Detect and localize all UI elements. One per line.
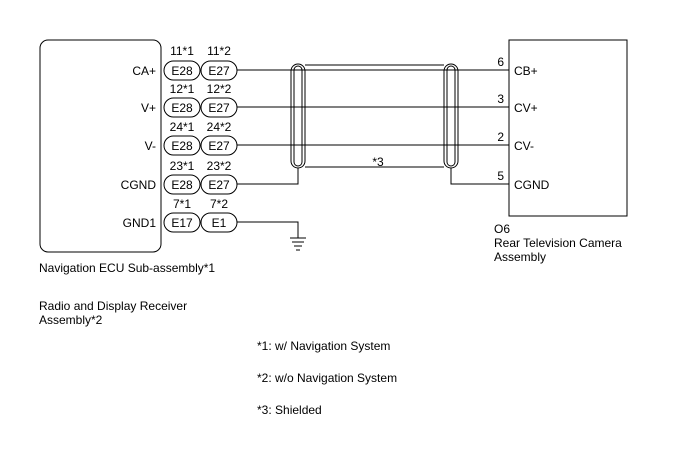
note-3: *3: Shielded	[257, 403, 322, 417]
note-1: *1: w/ Navigation System	[257, 339, 391, 353]
shield-right-inner	[446, 65, 456, 167]
connector-code-radio: E27	[208, 178, 230, 192]
pin-number-v-plus-radio: 12*2	[207, 82, 232, 96]
connector-row-cgnd: E28 E27	[163, 174, 238, 195]
pin-number-cv-plus: 3	[497, 92, 504, 106]
pin-name-ca-plus: CA+	[132, 64, 156, 78]
connector-row-v-minus: E28 E27	[163, 135, 238, 156]
ground-icon	[290, 237, 306, 251]
shield-left-outer	[290, 63, 306, 169]
pin-number-ca-plus-radio: 11*2	[207, 44, 231, 58]
pin-number-cgnd-nav: 23*1	[170, 159, 195, 173]
connector-row-gnd1: E17 E1	[163, 212, 238, 233]
wire-cgnd-left	[237, 168, 299, 185]
pin-number-cgnd-camera: 5	[497, 169, 504, 183]
pin-name-cgnd: CGND	[121, 178, 157, 192]
shield	[290, 63, 459, 169]
connector-code-nav: E28	[171, 101, 193, 115]
camera-name-line1: Rear Television Camera	[494, 236, 622, 250]
shield-left-inner	[293, 65, 303, 167]
pin-number-cv-minus: 2	[497, 130, 504, 144]
pin-name-cb-plus: CB+	[514, 64, 538, 78]
connector-code-nav: E17	[171, 216, 193, 230]
connector-oval-nav	[163, 97, 201, 118]
connector-oval-nav	[163, 135, 201, 156]
pin-name-v-minus: V-	[145, 139, 156, 153]
pin-name-gnd1: GND1	[123, 216, 157, 230]
pin-name-cgnd-camera: CGND	[514, 178, 550, 192]
connector-oval-nav	[163, 174, 201, 195]
connector-code-nav: E28	[171, 64, 193, 78]
pin-number-v-minus-radio: 24*2	[207, 120, 232, 134]
connector-code-radio: E27	[208, 101, 230, 115]
pin-number-gnd1-nav: 7*1	[173, 197, 191, 211]
pin-number-gnd1-radio: 7*2	[210, 197, 228, 211]
left-component-box	[39, 39, 162, 253]
wires	[237, 69, 509, 238]
shield-right-outer	[443, 63, 459, 169]
pin-number-v-plus-nav: 12*1	[170, 82, 195, 96]
camera-code-label: O6	[494, 222, 511, 236]
connector-code-radio: E27	[208, 64, 230, 78]
pin-name-v-plus: V+	[141, 101, 156, 115]
pin-name-cv-minus: CV-	[514, 139, 534, 153]
connector-code-nav: E28	[171, 139, 193, 153]
radio-receiver-label-line2: Assembly*2	[39, 313, 103, 327]
wire-gnd1	[237, 221, 299, 238]
nav-ecu-label: Navigation ECU Sub-assembly*1	[39, 261, 216, 275]
connector-code-radio: E1	[212, 216, 227, 230]
connector-row-v-plus: E28 E27	[163, 97, 238, 118]
connector-oval-nav	[163, 212, 201, 233]
wire-cgnd-right	[450, 168, 509, 185]
note-2: *2: w/o Navigation System	[257, 371, 398, 385]
pin-name-cv-plus: CV+	[514, 101, 538, 115]
shield-label: *3	[372, 155, 384, 169]
camera-name-line2: Assembly	[494, 250, 547, 264]
pin-number-v-minus-nav: 24*1	[170, 120, 195, 134]
connector-row-ca-plus: E28 E27	[163, 60, 238, 81]
pin-number-cgnd-radio: 23*2	[207, 159, 232, 173]
pin-number-ca-plus-nav: 11*1	[170, 44, 194, 58]
connector-oval-nav	[163, 60, 201, 81]
right-component-box	[508, 39, 628, 217]
pin-number-cb-plus: 6	[497, 55, 504, 69]
connector-code-nav: E28	[171, 178, 193, 192]
radio-receiver-label-line1: Radio and Display Receiver	[39, 299, 188, 313]
connector-code-radio: E27	[208, 139, 230, 153]
